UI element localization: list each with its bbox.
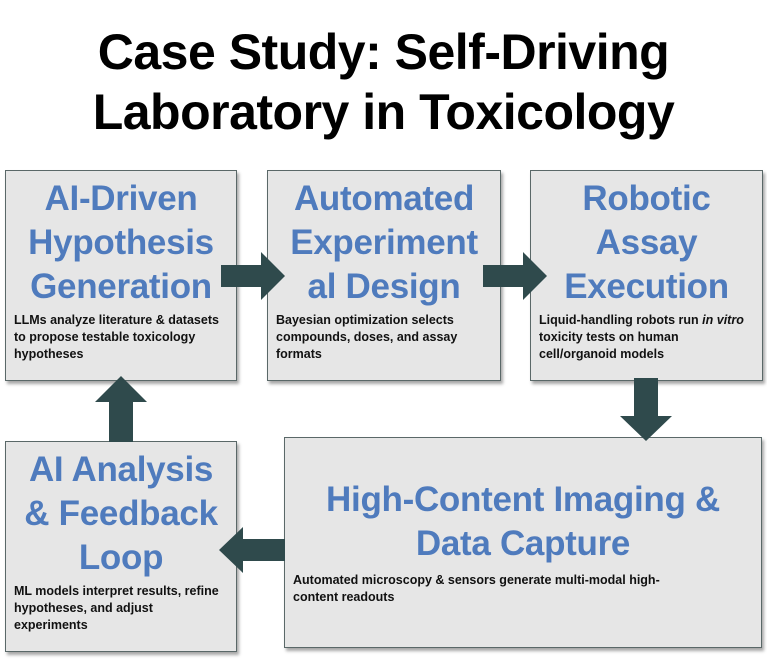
- step-heading: Assay: [595, 223, 698, 262]
- arrow-down-icon: [620, 378, 672, 441]
- step-description: ML models interpret results, refine hypo…: [14, 584, 219, 632]
- step-heading: Automated: [293, 179, 475, 218]
- description-text: toxicity tests on human cell/organoid mo…: [539, 330, 679, 361]
- step-box-analysis-feedback: AI Analysis & Feedback Loop ML models in…: [5, 441, 237, 652]
- arrow-left-icon: [219, 527, 285, 573]
- step-box-imaging-data-capture: High-Content Imaging & Data Capture Auto…: [284, 437, 762, 648]
- step-description: LLMs analyze literature & datasets to pr…: [14, 313, 219, 361]
- step-box-hypothesis-generation: AI-Driven Hypothesis Generation LLMs ana…: [5, 170, 237, 381]
- diagram-title: Case Study: Self-Driving Laboratory in T…: [0, 22, 767, 142]
- step-description: Bayesian optimization selects compounds,…: [276, 313, 458, 361]
- step-box-experimental-design: Automated Experiment al Design Bayesian …: [267, 170, 501, 381]
- step-heading: Generation: [30, 267, 212, 306]
- step-heading: Experiment: [290, 223, 478, 262]
- step-heading: Loop: [78, 538, 164, 577]
- step-heading: High-Content Imaging &: [326, 480, 720, 519]
- description-text: Liquid-handling robots run: [539, 313, 703, 327]
- step-heading: al Design: [307, 267, 461, 306]
- arrow-right-icon: [483, 252, 547, 300]
- step-heading: & Feedback: [24, 494, 218, 533]
- step-heading: AI-Driven: [44, 179, 198, 218]
- step-heading: Execution: [564, 267, 729, 306]
- step-heading: Data Capture: [415, 524, 631, 563]
- title-line-2: Laboratory in Toxicology: [92, 84, 675, 140]
- step-heading: AI Analysis: [28, 450, 214, 489]
- arrow-up-icon: [95, 376, 147, 442]
- title-line-1: Case Study: Self-Driving: [97, 24, 670, 80]
- step-box-assay-execution: Robotic Assay Execution Liquid-handling …: [530, 170, 763, 381]
- description-italic-text: in vitro: [702, 313, 744, 327]
- arrow-right-icon: [221, 252, 285, 300]
- step-heading: Hypothesis: [28, 223, 214, 262]
- step-description: Automated microscopy & sensors generate …: [293, 573, 660, 604]
- step-heading: Robotic: [582, 179, 711, 218]
- step-description: Liquid-handling robots run in vitro toxi…: [531, 309, 762, 363]
